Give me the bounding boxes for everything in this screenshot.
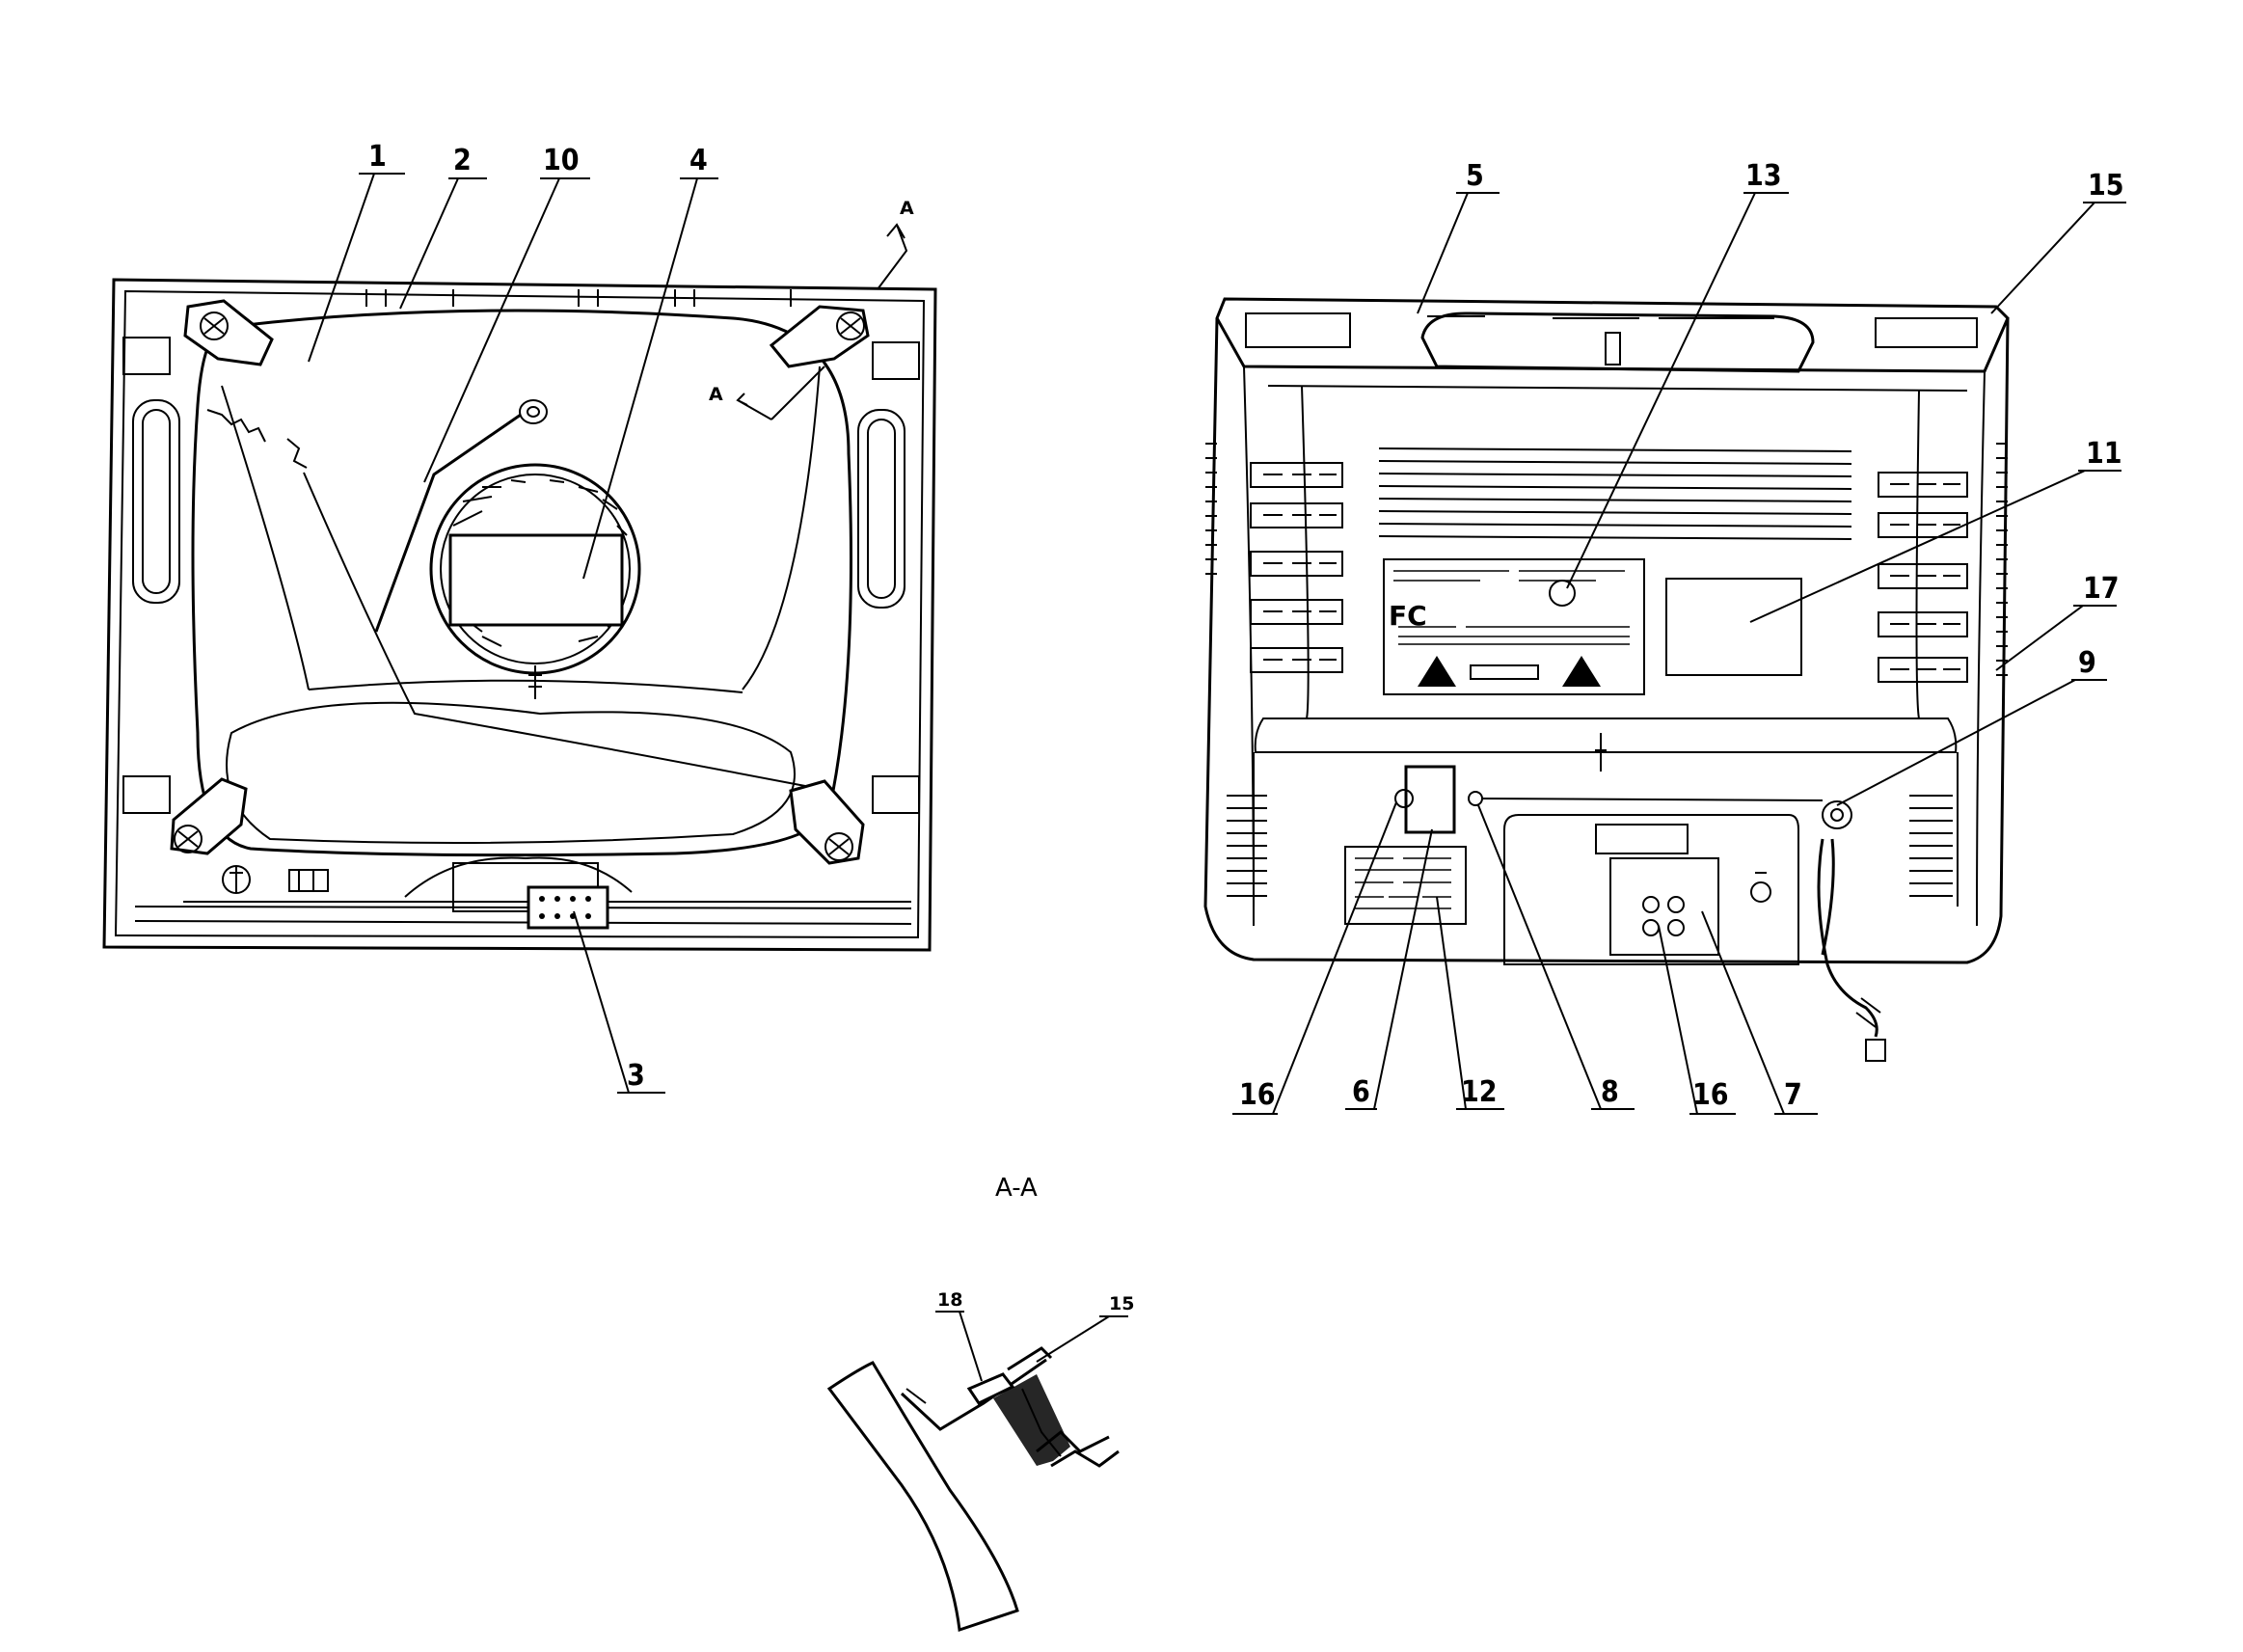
callout-6: 6 [1352,1075,1370,1109]
callout-17: 17 [2083,572,2120,606]
section-callouts: 18 15 [935,1289,1134,1382]
callout-16-right: 16 [1692,1078,1729,1112]
callout-10: 10 [543,144,580,177]
corner-brackets [170,299,870,865]
callout-5: 5 [1466,159,1484,193]
callout-9: 9 [2078,646,2096,680]
callout-7: 7 [1784,1078,1802,1112]
section-mark-a-inner: A [709,384,723,405]
callout-18: 18 [937,1289,962,1311]
section-a-a [826,1346,1120,1633]
front-view [102,223,937,952]
svg-text:FC: FC [1389,600,1427,632]
callout-12: 12 [1461,1075,1498,1109]
callout-16-left: 16 [1239,1078,1276,1112]
callout-11: 11 [2086,437,2122,471]
callout-4: 4 [689,144,708,177]
callout-15: 15 [2088,169,2124,203]
callout-1: 1 [368,140,387,174]
callout-15-section: 15 [1109,1293,1134,1314]
callout-8: 8 [1601,1075,1619,1109]
front-view-callouts: 1 2 10 4 3 A A [308,140,914,1094]
rear-view: FC [1203,297,2010,1062]
section-title: A-A [995,1174,1038,1203]
callout-3: 3 [627,1059,645,1093]
section-mark-a-top: A [900,198,914,219]
callout-13: 13 [1745,159,1782,193]
callout-2: 2 [453,144,472,177]
rear-view-callouts: 5 13 15 11 17 9 16 6 12 8 16 7 [1232,159,2126,1115]
